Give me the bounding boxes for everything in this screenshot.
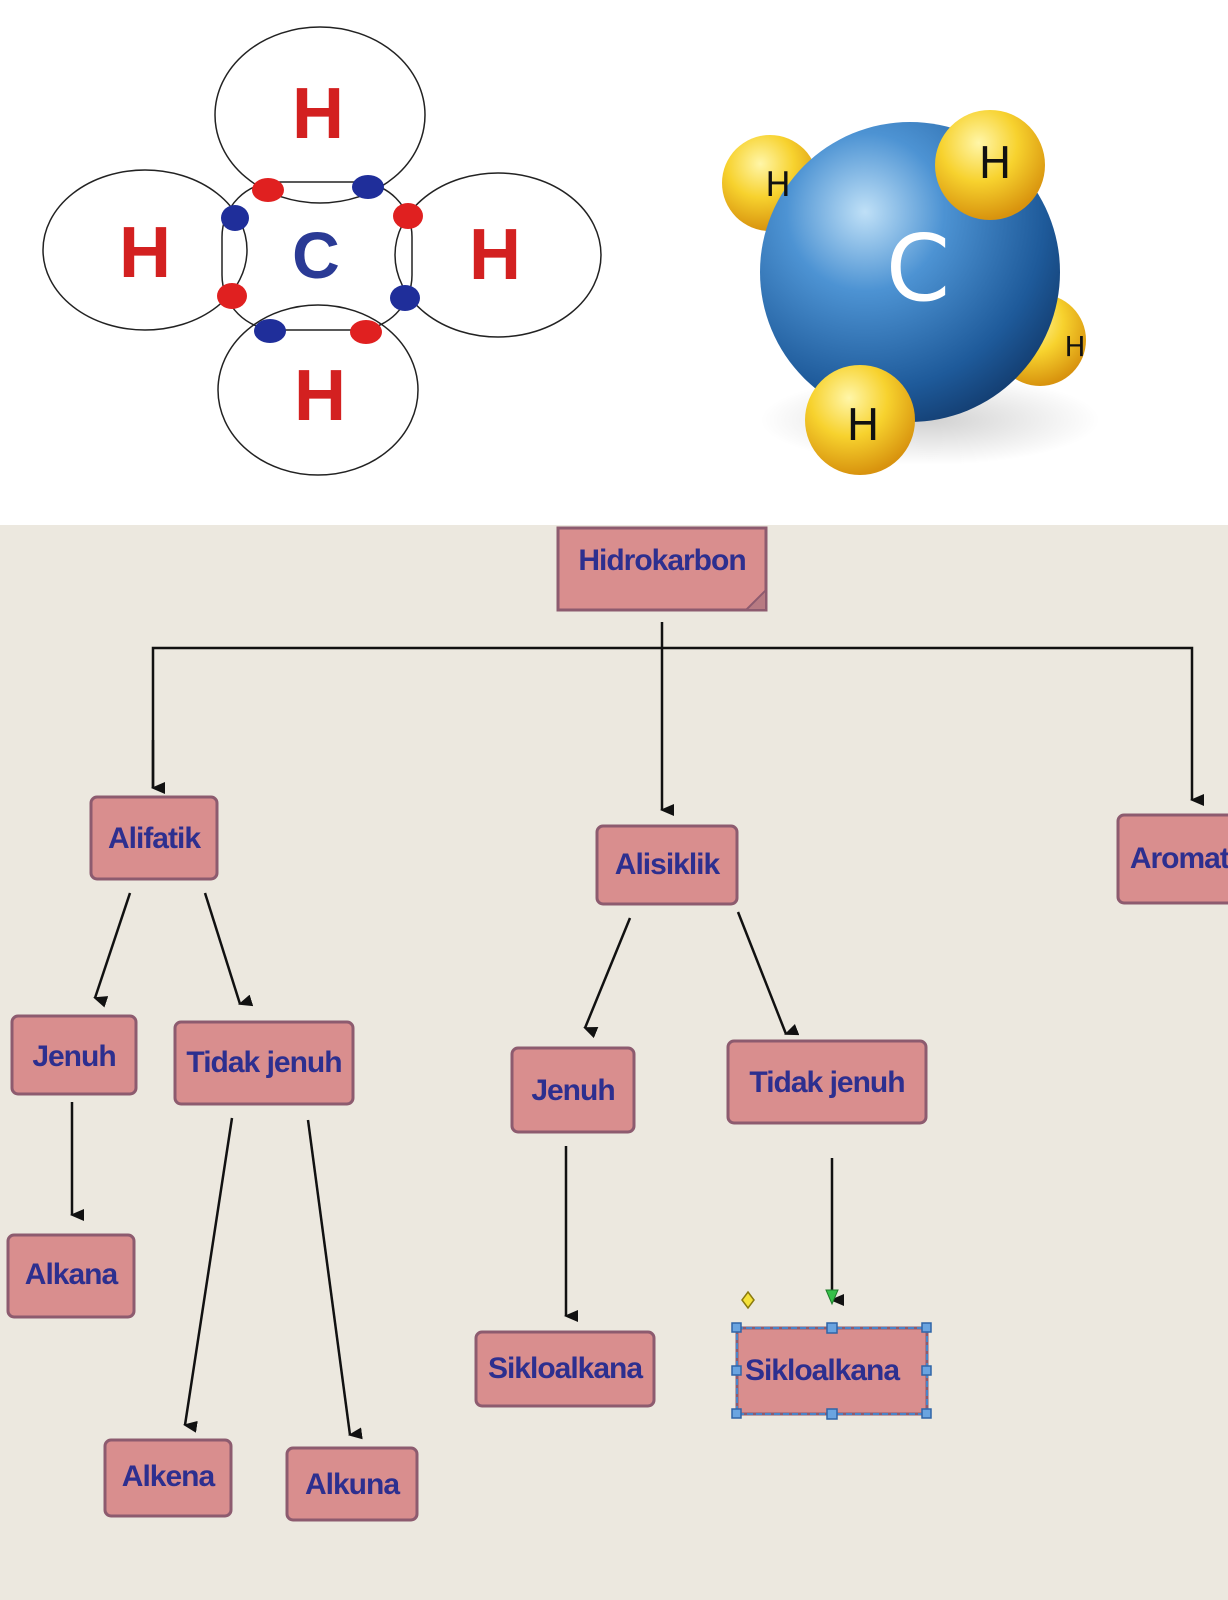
node-alifatik[interactable]: Alifatik xyxy=(89,795,219,881)
lewis-h-left: H xyxy=(119,213,171,293)
node-alifatik-tidak-jenuh[interactable]: Tidak jenuh xyxy=(173,1020,355,1106)
node-label: Alkuna xyxy=(305,1468,400,1501)
node-sikloalkana-1[interactable]: Sikloalkana xyxy=(474,1330,656,1408)
lewis-c-center: C xyxy=(292,218,340,292)
node-label: Alkena xyxy=(122,1460,216,1493)
node-label: Tidak jenuh xyxy=(186,1046,341,1079)
electron-red xyxy=(393,203,423,229)
electrons xyxy=(217,175,423,344)
model-h-bottom: H xyxy=(846,400,879,451)
edge-alisiklik-tidakjenuh xyxy=(736,911,800,1036)
classification-tree: Hidrokarbon Alifatik Alisiklik Aromati J… xyxy=(0,525,1228,1600)
adjust-handle[interactable] xyxy=(741,1290,755,1310)
lewis-h-right: H xyxy=(469,215,521,295)
edge-tidakjenuh-alkena xyxy=(183,1117,234,1433)
node-label: Alkana xyxy=(25,1258,119,1291)
edge-alifatik-tidakjenuh xyxy=(203,892,254,1007)
node-alifatik-jenuh[interactable]: Jenuh xyxy=(10,1014,138,1096)
node-alkena[interactable]: Alkena xyxy=(103,1438,233,1518)
electron-blue xyxy=(390,285,420,311)
model-h-left: H xyxy=(765,165,791,205)
lewis-h-bottom: H xyxy=(294,356,346,436)
molecule-illustrations: H H H H C C H H H H xyxy=(0,0,1228,525)
node-label: Sikloalkana xyxy=(488,1352,643,1385)
node-alisiklik[interactable]: Alisiklik xyxy=(595,824,739,906)
node-alisiklik-jenuh[interactable]: Jenuh xyxy=(510,1046,636,1134)
ball-model: C H H H H xyxy=(722,110,1100,475)
edge-tidakjenuh-alkuna xyxy=(306,1119,363,1440)
lewis-diagram: H H H H C xyxy=(42,26,602,476)
node-label: Aromati xyxy=(1130,842,1228,875)
hydrogen-ball-bottom xyxy=(805,365,915,475)
edge-root-bus xyxy=(151,646,1204,806)
electron-red xyxy=(350,320,382,344)
node-label: Alisiklik xyxy=(615,848,721,881)
edge-alifatik-jenuh xyxy=(93,892,132,1008)
node-alkana[interactable]: Alkana xyxy=(6,1233,136,1319)
node-label: Sikloalkana xyxy=(745,1354,900,1387)
model-h-top: H xyxy=(978,138,1011,189)
node-alkuna[interactable]: Alkuna xyxy=(285,1446,419,1522)
orbital-bottom xyxy=(217,304,419,476)
node-label: Alifatik xyxy=(108,822,201,855)
node-aromatik[interactable]: Aromati xyxy=(1116,813,1228,905)
node-label: Tidak jenuh xyxy=(749,1066,904,1099)
electron-red xyxy=(217,283,247,309)
node-hidrokarbon[interactable]: Hidrokarbon xyxy=(556,526,768,612)
edge-alisiklik-jenuh xyxy=(583,917,632,1039)
node-sikloalkana-2-selected[interactable]: Sikloalkana xyxy=(731,1289,932,1420)
carbon-shell xyxy=(221,181,413,331)
tree-svg: Hidrokarbon Alifatik Alisiklik Aromati J… xyxy=(6,526,1228,1522)
orbital-left xyxy=(42,169,248,331)
orbital-top xyxy=(214,26,426,204)
model-c-label: C xyxy=(886,215,950,322)
tree-edges xyxy=(70,622,1204,1440)
electron-blue xyxy=(221,205,249,231)
model-h-right: H xyxy=(1064,330,1085,363)
node-label: Hidrokarbon xyxy=(578,544,745,577)
molecule-svg: H H H H C C H H H H xyxy=(42,26,1100,476)
electron-red xyxy=(252,178,284,202)
electron-blue xyxy=(352,175,384,199)
connector-endpoint[interactable] xyxy=(825,1289,839,1306)
node-label: Jenuh xyxy=(531,1074,614,1107)
electron-blue xyxy=(254,319,286,343)
orbital-right xyxy=(394,172,602,338)
lewis-h-top: H xyxy=(292,74,344,154)
selection-handles[interactable] xyxy=(731,1322,932,1420)
node-label: Jenuh xyxy=(32,1040,115,1073)
node-alisiklik-tidak-jenuh[interactable]: Tidak jenuh xyxy=(726,1039,928,1125)
hydrogen-ball-top xyxy=(935,110,1045,220)
